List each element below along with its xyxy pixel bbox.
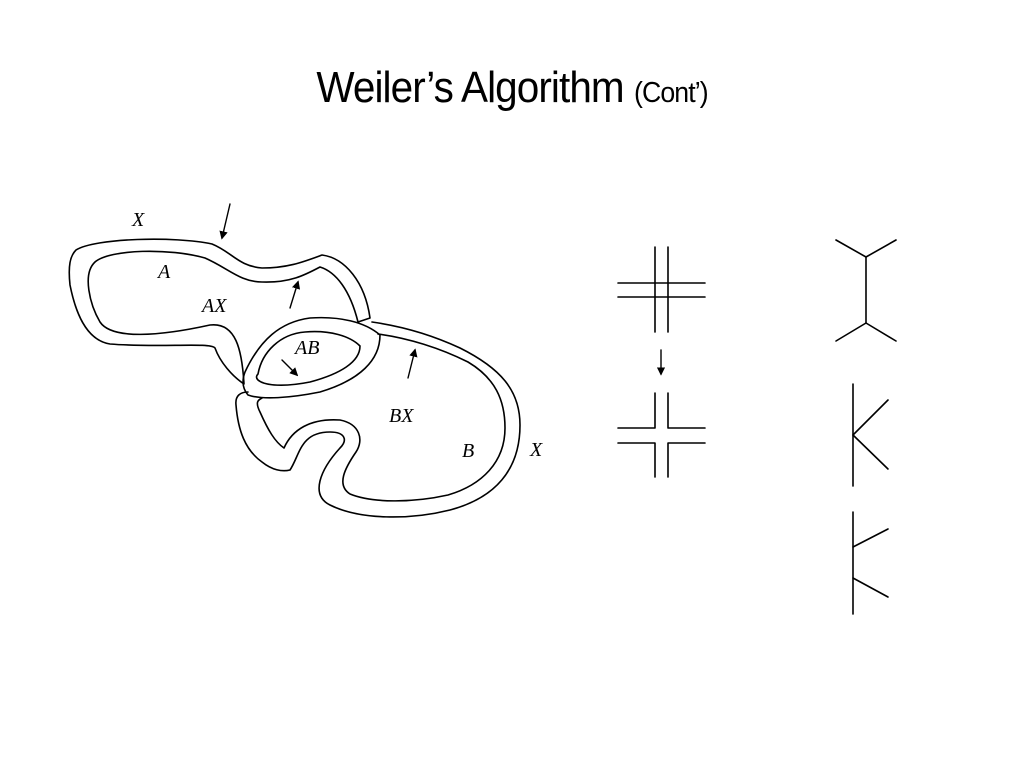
polygon-b-outer-boundary	[235, 321, 521, 518]
region-shapes	[68, 238, 521, 518]
junction-k-shape	[852, 383, 889, 487]
sk-lower	[852, 577, 889, 598]
split-crossing	[617, 392, 706, 478]
region-labels: X A AX AB BX B X	[131, 209, 543, 462]
h-bottom-right	[865, 322, 897, 342]
label-outer-x-left: X	[131, 209, 145, 231]
label-b: B	[462, 440, 474, 462]
label-bx: BX	[389, 405, 414, 427]
slide-title: Weiler’s Algorithm (Cont’)	[41, 58, 983, 123]
region-arrows	[219, 203, 418, 379]
h-top-left	[835, 239, 867, 258]
split-bottom-left	[617, 442, 656, 478]
label-a: A	[156, 261, 171, 283]
title-main: Weiler’s Algorithm	[316, 63, 624, 112]
arrow-bx	[407, 348, 418, 379]
h-bottom-left	[835, 322, 867, 342]
polygon-a-outer-boundary	[68, 238, 371, 385]
polygon-ab-lens	[242, 316, 381, 399]
h-top-right	[865, 239, 897, 258]
arrow-ab	[281, 359, 299, 377]
arrow-ax	[289, 280, 301, 309]
junction-h-shape	[835, 239, 897, 342]
label-outer-x-right: X	[529, 439, 543, 461]
polygon-b-inner-boundary	[256, 333, 506, 502]
arrow-top	[219, 203, 231, 240]
junction-split-k-shape	[852, 511, 889, 615]
sk-upper	[852, 528, 889, 548]
split-bottom-right	[667, 442, 706, 478]
split-top-left	[617, 392, 656, 429]
label-ab: AB	[293, 337, 319, 359]
polygon-ab-inner	[255, 330, 361, 386]
split-top-right	[667, 392, 706, 429]
k-lower	[852, 434, 889, 470]
title-subtitle: (Cont’)	[634, 77, 709, 109]
k-upper	[852, 399, 889, 436]
crossing-hash	[617, 246, 706, 333]
label-ax: AX	[200, 295, 227, 317]
